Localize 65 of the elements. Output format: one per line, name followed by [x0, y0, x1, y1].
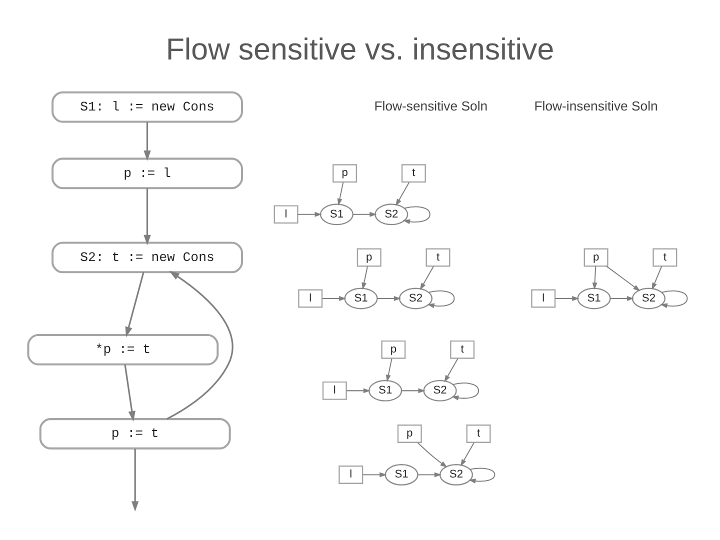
arrow	[555, 296, 580, 300]
node-ellipse: S2	[632, 287, 666, 309]
node-box: t	[652, 248, 678, 266]
node-ellipse: S2	[374, 203, 408, 225]
arrow	[337, 182, 344, 206]
arrow	[124, 364, 136, 421]
diagram-title: Flow sensitive vs. insensitive	[166, 32, 554, 66]
arrow	[418, 472, 442, 477]
node-ellipse: S1	[320, 203, 354, 225]
node-box: t	[466, 424, 491, 442]
arrow	[346, 388, 370, 393]
node-box: p	[397, 424, 422, 442]
arrow	[592, 266, 598, 290]
arrow	[125, 271, 144, 337]
arrow	[444, 358, 458, 382]
arrow	[386, 358, 392, 382]
arrow	[606, 265, 640, 291]
arrow	[452, 382, 480, 400]
node-box: p := l	[52, 157, 243, 189]
arrow	[420, 266, 434, 290]
arrow	[131, 448, 139, 512]
node-box: *p := t	[27, 333, 219, 365]
node-ellipse: S1	[384, 464, 418, 486]
node-box: l	[298, 288, 323, 308]
arrow	[468, 467, 496, 483]
arrow	[362, 472, 387, 477]
node-box: t	[401, 164, 426, 182]
node-ellipse: S2	[398, 287, 433, 309]
arrow	[460, 442, 474, 466]
node-ellipse: S1	[577, 287, 611, 309]
node-box: p	[356, 248, 382, 266]
arrow	[396, 182, 410, 206]
arrow	[144, 188, 151, 245]
node-box: l	[338, 465, 364, 484]
node-box: l	[322, 380, 347, 400]
node-ellipse: S2	[439, 464, 474, 486]
arrow	[144, 122, 151, 160]
node-box: S1: l := new Cons	[52, 90, 243, 122]
arrow	[427, 290, 455, 308]
node-ellipse: S1	[344, 287, 378, 309]
node-box: S2: t := new Cons	[52, 241, 243, 273]
node-box: l	[531, 288, 556, 308]
arrow	[402, 388, 426, 393]
arrow	[652, 266, 662, 290]
node-box: t	[426, 248, 450, 266]
arrow	[352, 211, 377, 216]
node-ellipse: S1	[368, 379, 402, 401]
node-box: p	[584, 248, 608, 266]
node-box: p	[381, 340, 406, 358]
arrow	[377, 296, 402, 300]
arrow	[298, 211, 322, 216]
arrow	[362, 266, 368, 290]
arrow	[610, 296, 634, 300]
label: Flow-insensitive Soln	[534, 98, 658, 113]
node-box: p := t	[39, 418, 231, 449]
node-box: p	[332, 164, 358, 182]
arrow	[322, 296, 346, 300]
arrow	[417, 442, 448, 468]
arrow	[166, 270, 234, 420]
arrow	[660, 290, 688, 308]
label: Flow-sensitive Soln	[374, 98, 488, 113]
node-ellipse: S2	[423, 379, 457, 401]
node-box: t	[450, 340, 475, 358]
arrow	[402, 206, 430, 224]
node-box: l	[274, 204, 298, 224]
